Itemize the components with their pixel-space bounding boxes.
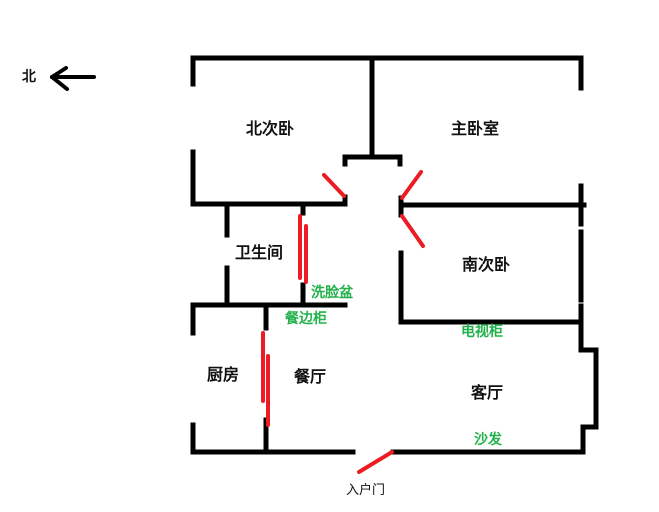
walls (190, 55, 599, 455)
room-label-living-room: 客厅 (471, 383, 504, 402)
door-master-bedroom (400, 170, 423, 200)
door-entrance (357, 450, 394, 474)
furniture-label-sofa: 沙发 (474, 432, 502, 448)
furniture-label-sideboard: 餐边柜 (285, 311, 327, 327)
room-label-north-bedroom: 北次卧 (246, 119, 295, 138)
room-label-dining-room: 餐厅 (294, 367, 327, 386)
arrow-left-icon (50, 66, 96, 91)
entrance-door-label: 入户门 (346, 483, 386, 498)
furniture-label-washbasin: 洗脸盆 (311, 285, 353, 301)
furniture-label-tv-cabinet: 电视柜 (461, 324, 503, 340)
room-label-south-bedroom: 南次卧 (462, 255, 511, 274)
room-label-bathroom: 卫生间 (235, 243, 284, 262)
door-south-bedroom (400, 214, 425, 248)
room-label-kitchen: 厨房 (207, 365, 240, 384)
room-label-master-bedroom: 主卧室 (451, 119, 500, 138)
doors (261, 170, 425, 474)
compass-north-label: 北 (22, 69, 36, 85)
door-north-bedroom (322, 173, 346, 198)
